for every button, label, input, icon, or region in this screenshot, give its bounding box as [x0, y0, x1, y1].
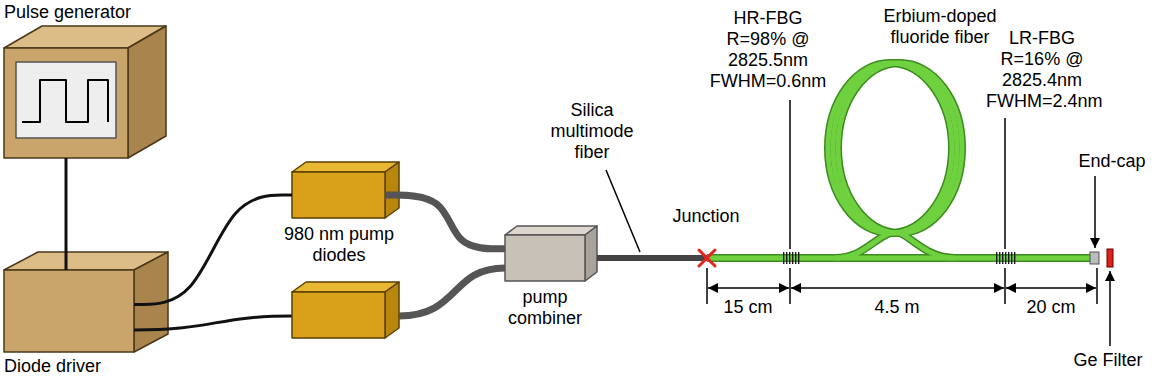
pointer-arrow — [1094, 176, 1096, 248]
drive-cable — [134, 316, 292, 330]
hr-fbg — [783, 252, 800, 264]
pump-diode — [292, 162, 399, 218]
fiber-label: Erbium-doped fluoride fiber — [878, 6, 1003, 48]
fbg-label: HR-FBG R=98% @ 2825.5nm FWHM=0.6nm — [706, 8, 831, 92]
node-label: Diode driver — [4, 356, 101, 377]
leader-line — [606, 170, 640, 252]
multimode-fiber — [597, 255, 707, 261]
pump-diode: 980 nm pump diodes — [292, 172, 385, 218]
pump-combiner-box: pump combiner — [505, 235, 585, 281]
pulse-generator-box: Pulse generator — [4, 48, 128, 158]
end-cap — [1090, 252, 1099, 264]
dimension-label: 4.5 m — [874, 297, 919, 318]
drive-cable — [134, 195, 292, 304]
junction-label: Junction — [672, 206, 739, 227]
junction-mark — [699, 250, 715, 266]
pointer-arrow — [1109, 271, 1111, 346]
filter-label: Ge Filter — [1073, 350, 1142, 371]
pump-fiber — [385, 195, 505, 249]
fiber-label: Silica multimode fiber — [545, 100, 640, 163]
pulse-generator-box — [4, 26, 166, 158]
node-label: pump combiner — [497, 287, 593, 329]
pump-diode — [292, 282, 399, 338]
lr-fbg — [995, 252, 1016, 264]
dimension-label: 15 cm — [723, 297, 772, 318]
pump-combiner-box — [505, 226, 597, 281]
node-label: Pulse generator — [4, 2, 131, 23]
ge-filter — [1107, 249, 1113, 267]
diode-driver-box — [4, 252, 168, 352]
diode-driver-box: Diode driver — [4, 270, 134, 352]
pump-fiber — [399, 268, 505, 316]
dimension-label: 20 cm — [1026, 297, 1075, 318]
end-cap-label: End-cap — [1078, 151, 1145, 172]
trigger-cable — [65, 158, 68, 270]
fbg-label: LR-FBG R=16% @ 2825.4nm FWHM=2.4nm — [986, 28, 1098, 112]
leader-line — [1004, 118, 1006, 249]
node-label: 980 nm pump diodes — [282, 224, 396, 266]
leader-line — [789, 100, 791, 249]
